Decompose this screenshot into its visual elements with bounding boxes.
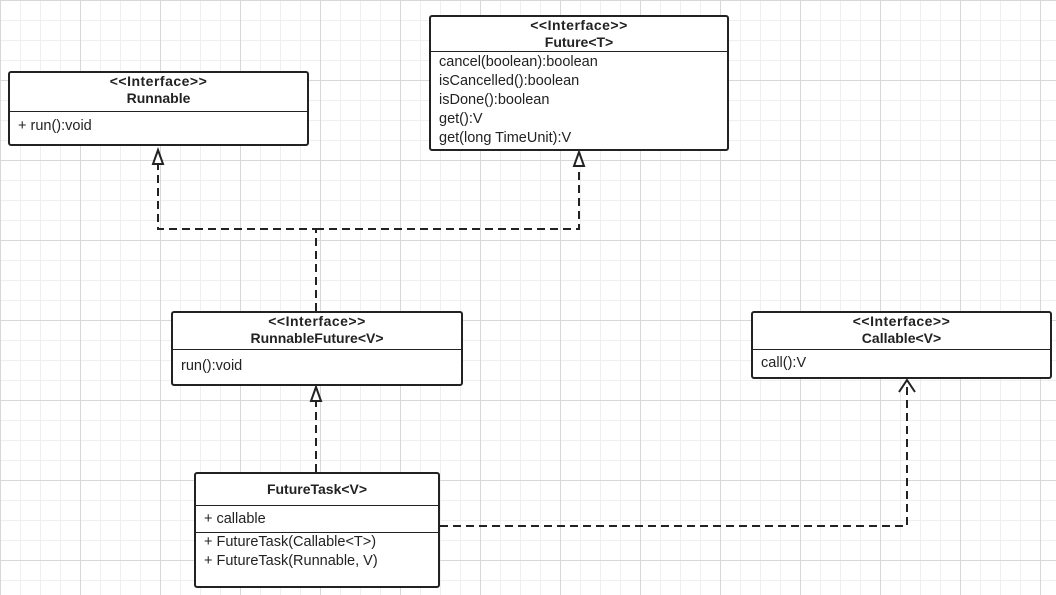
compartment-divider bbox=[753, 349, 1050, 350]
method-item: isDone():boolean bbox=[439, 92, 550, 108]
compartment-divider bbox=[196, 532, 438, 533]
stereotype-label: <<Interface>> bbox=[530, 17, 628, 33]
method-item: get(long TimeUnit):V bbox=[439, 130, 572, 146]
attribute-item: + callable bbox=[204, 511, 266, 527]
callable-interface-box[interactable]: <<Interface>> Callable<V> call():V bbox=[751, 311, 1052, 379]
method-list: + FutureTask(Callable<T>) + FutureTask(R… bbox=[196, 533, 438, 574]
class-name: Runnable bbox=[126, 90, 191, 106]
method-list: run():void bbox=[173, 350, 461, 379]
class-name: Future<T> bbox=[544, 34, 614, 50]
compartment-divider bbox=[196, 505, 438, 506]
class-name: FutureTask<V> bbox=[266, 481, 368, 497]
class-name: Callable<V> bbox=[861, 330, 942, 346]
method-item: + FutureTask(Callable<T>) bbox=[204, 534, 377, 550]
class-header: <<Interface>> RunnableFuture<V> bbox=[173, 313, 461, 347]
class-header: <<Interface>> Runnable bbox=[10, 73, 307, 107]
dependency-futuretask-to-callable bbox=[440, 381, 908, 527]
stereotype-label: <<Interface>> bbox=[109, 73, 208, 89]
stereotype-label: <<Interface>> bbox=[268, 313, 366, 329]
class-header: <<Interface>> Future<T> bbox=[431, 17, 727, 51]
futuretask-class-box[interactable]: FutureTask<V> + callable + FutureTask(Ca… bbox=[194, 472, 440, 588]
attribute-list: + callable bbox=[196, 506, 438, 532]
method-item: + run():void bbox=[18, 118, 92, 134]
compartment-divider bbox=[10, 111, 307, 112]
method-item: run():void bbox=[181, 358, 243, 374]
runnablefuture-interface-box[interactable]: <<Interface>> RunnableFuture<V> run():vo… bbox=[171, 311, 463, 386]
runnable-interface-box[interactable]: <<Interface>> Runnable + run():void bbox=[8, 71, 309, 146]
method-item: call():V bbox=[761, 355, 807, 371]
method-item: isCancelled():boolean bbox=[439, 73, 580, 89]
method-item: get():V bbox=[439, 111, 483, 127]
future-interface-box[interactable]: <<Interface>> Future<T> cancel(boolean):… bbox=[429, 15, 729, 151]
realization-runnablefuture-to-future bbox=[316, 167, 580, 230]
method-list: + run():void bbox=[10, 112, 307, 139]
class-header: FutureTask<V> bbox=[196, 474, 438, 505]
method-list: cancel(boolean):boolean isCancelled():bo… bbox=[431, 52, 727, 151]
class-name: RunnableFuture<V> bbox=[250, 330, 384, 346]
stereotype-label: <<Interface>> bbox=[852, 313, 951, 329]
realization-arrowhead-runnable bbox=[151, 147, 165, 165]
realization-arrowhead-future bbox=[572, 149, 586, 167]
realization-arrowhead-runnablefuture bbox=[309, 384, 323, 402]
method-list: call():V bbox=[753, 350, 1050, 376]
class-header: <<Interface>> Callable<V> bbox=[753, 313, 1050, 347]
compartment-divider bbox=[431, 51, 727, 52]
method-item: cancel(boolean):boolean bbox=[439, 54, 598, 70]
method-item: + FutureTask(Runnable, V) bbox=[204, 553, 378, 569]
dependency-arrowhead-callable bbox=[898, 378, 916, 393]
compartment-divider bbox=[173, 349, 461, 350]
realization-runnablefuture-to-runnable bbox=[157, 165, 317, 311]
